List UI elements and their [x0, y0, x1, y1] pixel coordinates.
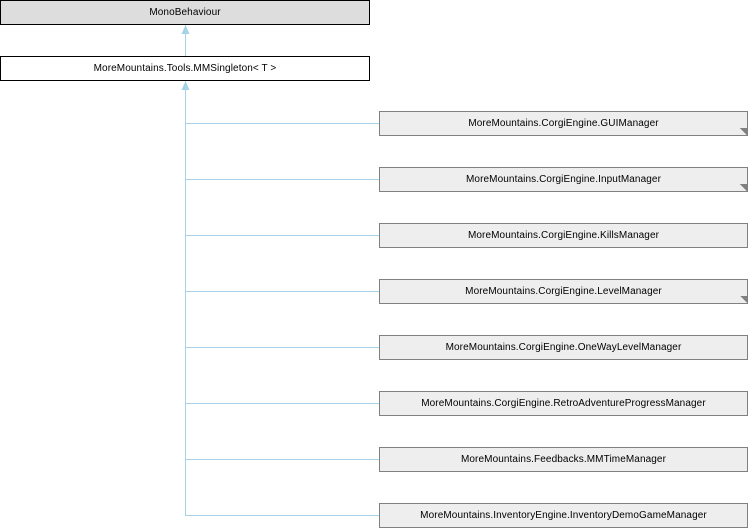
folded-corner-icon — [740, 128, 748, 136]
folded-corner-icon — [740, 184, 748, 192]
class-node-label: MoreMountains.CorgiEngine.KillsManager — [467, 229, 660, 241]
class-node-label: MoreMountains.InventoryEngine.InventoryD… — [420, 509, 707, 521]
class-node-label: MoreMountains.CorgiEngine.RetroAdventure… — [421, 397, 706, 409]
class-node-label: MoreMountains.CorgiEngine.OneWayLevelMan… — [445, 341, 682, 353]
class-node-label: MoreMountains.Tools.MMSingleton< T > — [93, 62, 277, 74]
inheritance-arrowhead-icon — [181, 25, 190, 34]
class-node-monobehaviour[interactable]: MonoBehaviour — [0, 0, 370, 25]
class-node-derived[interactable]: MoreMountains.CorgiEngine.OneWayLevelMan… — [379, 335, 748, 360]
inheritance-arrowhead-icon — [181, 81, 190, 90]
class-node-derived[interactable]: MoreMountains.CorgiEngine.InputManager — [379, 167, 748, 192]
folded-corner-icon — [740, 296, 748, 304]
class-node-derived[interactable]: MoreMountains.Feedbacks.MMTimeManager — [379, 447, 748, 472]
class-node-label: MoreMountains.CorgiEngine.LevelManager — [465, 285, 662, 297]
class-node-label: MoreMountains.Feedbacks.MMTimeManager — [460, 453, 667, 465]
class-node-derived[interactable]: MoreMountains.CorgiEngine.LevelManager — [379, 279, 748, 304]
class-node-derived[interactable]: MoreMountains.CorgiEngine.RetroAdventure… — [379, 391, 748, 416]
class-node-mmsingleton[interactable]: MoreMountains.Tools.MMSingleton< T > — [0, 56, 370, 81]
class-node-label: MoreMountains.CorgiEngine.InputManager — [465, 173, 662, 185]
class-node-label: MoreMountains.CorgiEngine.GUIManager — [468, 117, 659, 129]
class-node-derived[interactable]: MoreMountains.CorgiEngine.KillsManager — [379, 223, 748, 248]
class-node-derived[interactable]: MoreMountains.CorgiEngine.GUIManager — [379, 111, 748, 136]
class-node-derived[interactable]: MoreMountains.InventoryEngine.InventoryD… — [379, 503, 748, 528]
class-node-label: MonoBehaviour — [149, 6, 221, 18]
